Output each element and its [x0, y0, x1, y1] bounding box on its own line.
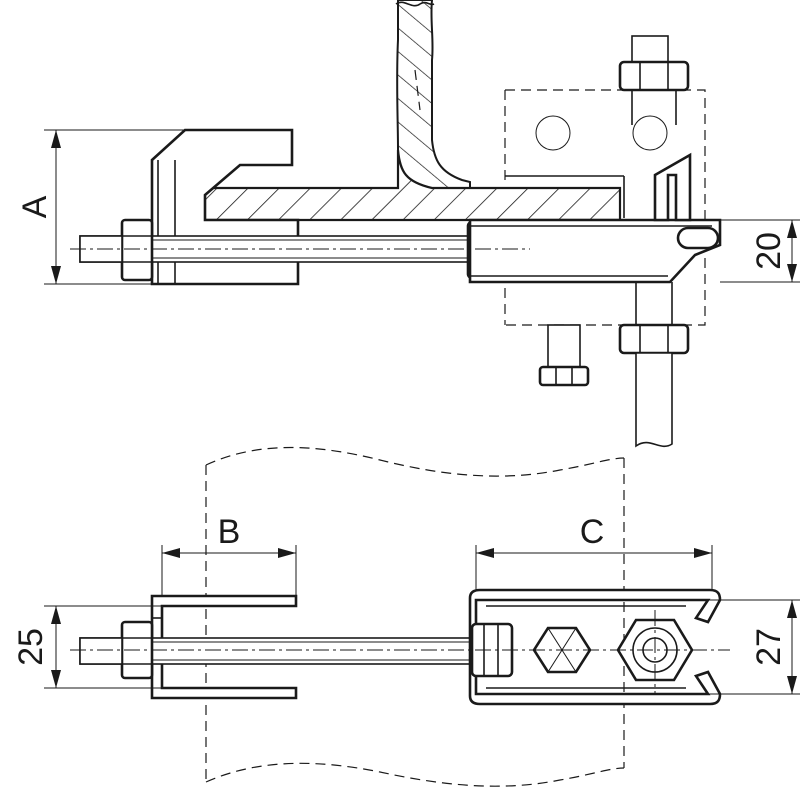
dimension-b: B [161, 513, 297, 596]
channel-hole [535, 115, 571, 151]
steel-flange [196, 149, 622, 222]
dimension-20: 20 [720, 219, 800, 283]
hex-nut [120, 218, 154, 282]
dimension-20-label: 20 [750, 232, 788, 270]
dimension-25: 25 [12, 605, 162, 689]
channel-hole [632, 115, 668, 151]
dimension-a-label: A [16, 195, 54, 218]
dimension-27-label: 27 [750, 628, 788, 666]
dimension-a: A [16, 129, 190, 285]
bottom-nut [618, 282, 690, 448]
dimension-c: C [475, 513, 713, 590]
dimension-27: 27 [708, 599, 800, 695]
dimension-b-label: B [218, 513, 241, 551]
top-nut [618, 35, 690, 125]
channel-clip-plan [468, 588, 722, 706]
plan-view [70, 446, 730, 787]
bolt [538, 324, 590, 387]
steel-web [396, 0, 471, 189]
dimension-25-label: 25 [12, 628, 50, 666]
side-view [70, 0, 722, 448]
phantom-channel [505, 89, 706, 326]
dimension-c-label: C [580, 513, 605, 551]
